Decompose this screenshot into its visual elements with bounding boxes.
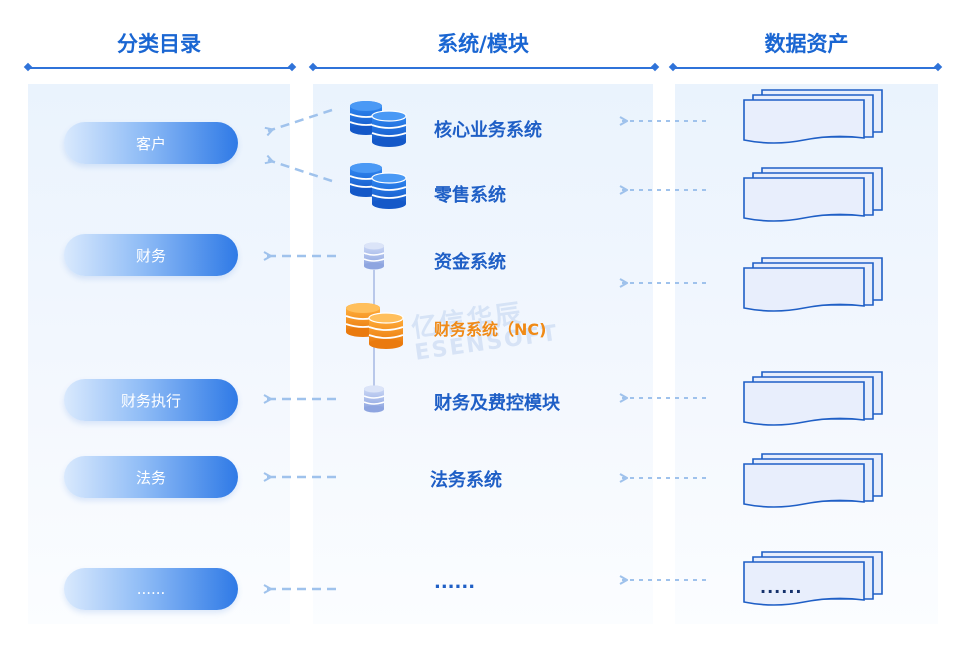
arrow-core-to-customer <box>268 108 333 131</box>
category-more[interactable]: ...... <box>64 568 238 610</box>
database-icon <box>349 163 407 209</box>
system-retail[interactable]: 零售系统 <box>434 185 506 206</box>
database-icon <box>345 303 404 349</box>
database-icon <box>349 101 407 147</box>
system-header-rule <box>313 67 655 69</box>
database-icon <box>363 385 385 413</box>
system-legal[interactable]: 法务系统 <box>430 470 502 491</box>
category-header-rule <box>28 67 292 69</box>
category-header: 分类目录 <box>117 32 201 56</box>
category-customer[interactable]: 客户 <box>64 122 238 164</box>
category-legal[interactable]: 法务 <box>64 456 238 498</box>
asset-more-label: ...... <box>760 578 803 597</box>
asset-header-rule <box>673 67 938 69</box>
document-stack-icon <box>743 371 883 426</box>
document-stack-icon <box>743 167 883 222</box>
category-finance[interactable]: 财务 <box>64 234 238 276</box>
category-finance-execution[interactable]: 财务执行 <box>64 379 238 421</box>
system-more[interactable]: ...... <box>434 572 476 593</box>
arrow-retail-to-customer <box>268 160 333 183</box>
category-column-background <box>28 84 290 624</box>
document-stack-icon <box>743 453 883 508</box>
asset-header: 数据资产 <box>764 32 849 56</box>
module-finance-expense-control[interactable]: 财务及费控模块 <box>434 393 560 414</box>
database-icon <box>363 242 385 270</box>
system-fund[interactable]: 资金系统 <box>434 252 506 273</box>
document-stack-icon <box>743 551 883 606</box>
document-stack-icon <box>743 257 883 312</box>
document-stack-icon <box>743 89 883 144</box>
system-header: 系统/模块 <box>437 32 529 56</box>
system-core-business[interactable]: 核心业务系统 <box>434 120 542 141</box>
system-finance-nc[interactable]: 财务系统（NC) <box>434 320 547 339</box>
